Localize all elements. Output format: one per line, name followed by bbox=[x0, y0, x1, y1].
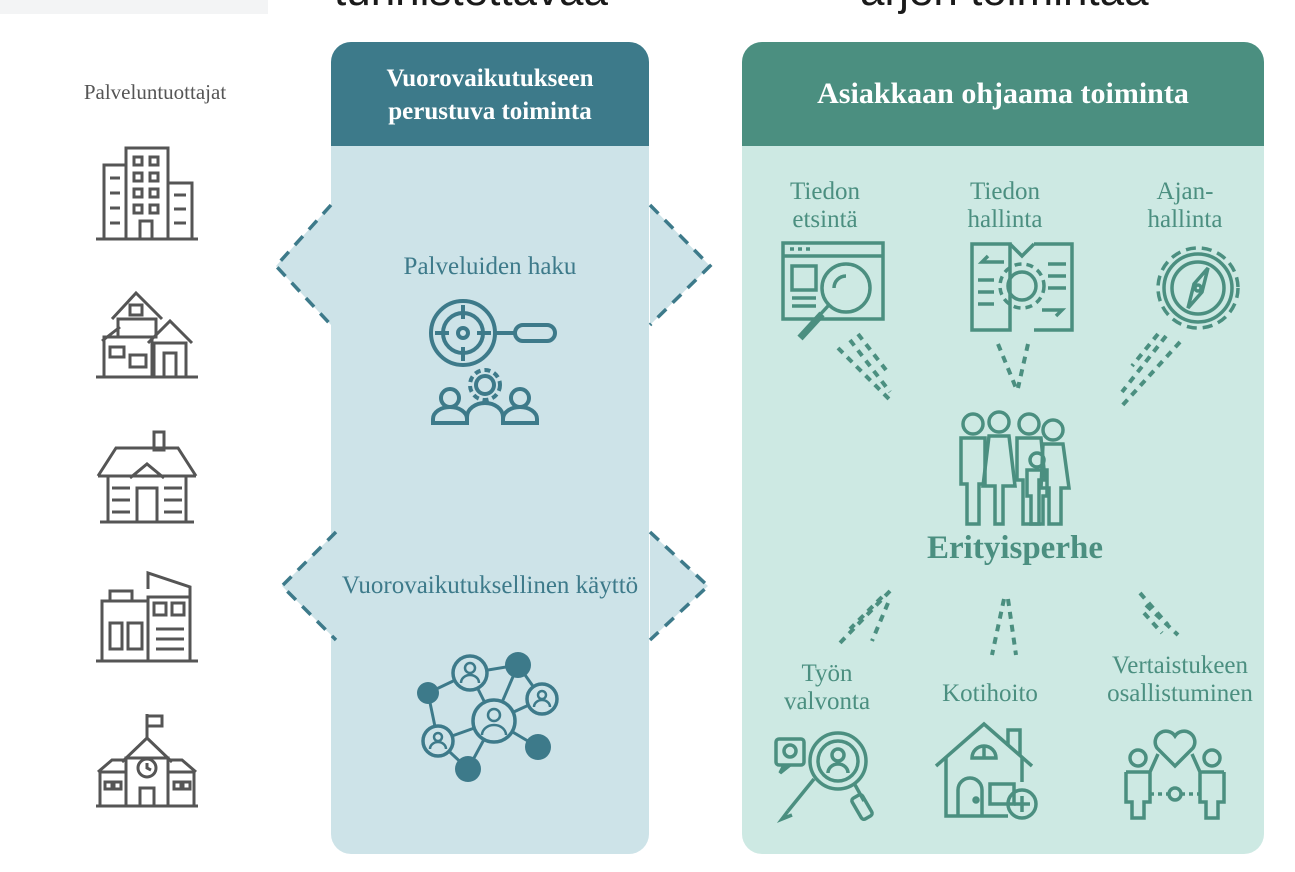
townhouse-icon bbox=[96, 290, 198, 379]
special-family-label: Erityisperhe bbox=[927, 530, 1103, 566]
document-gear-icon bbox=[970, 242, 1074, 332]
work-supervision-label: Työn valvonta bbox=[783, 660, 871, 715]
top-strip bbox=[0, 0, 268, 14]
connector-arrows bbox=[273, 203, 713, 642]
client-led-panel: Asiakkaan ohjaama toiminta bbox=[742, 42, 1264, 854]
top-left-title: tunnistettavaa bbox=[334, 0, 608, 16]
web-search-icon bbox=[781, 241, 885, 341]
modern-house-icon bbox=[96, 570, 198, 663]
family-icon bbox=[959, 410, 1072, 526]
time-management-label: Ajan-hallinta bbox=[1147, 178, 1223, 233]
home-care-label: Kotihoito bbox=[942, 680, 1038, 707]
providers-label: Palveluntuottajat bbox=[83, 80, 227, 104]
cottage-icon bbox=[96, 430, 198, 524]
peer-support-icon bbox=[1124, 729, 1226, 820]
top-right-title: arjen toimintaa bbox=[860, 0, 1149, 16]
interaction-panel-title: Vuorovaikutukseen perustuva toiminta bbox=[331, 42, 649, 146]
pointer-arrows-top bbox=[836, 332, 1182, 410]
inspection-icon bbox=[774, 731, 874, 823]
compass-gear-icon bbox=[1156, 246, 1240, 330]
network-people-icon bbox=[417, 652, 559, 782]
search-people-icon bbox=[429, 299, 557, 425]
interactive-use-text: Vuorovaikutuksellinen käyttö bbox=[341, 572, 639, 599]
office-building-icon bbox=[96, 146, 198, 241]
info-search-label: Tiedon etsintä bbox=[790, 178, 860, 233]
info-management-label: Tiedon hallinta bbox=[967, 178, 1043, 233]
school-icon bbox=[96, 714, 198, 808]
home-care-icon bbox=[934, 721, 1038, 820]
peer-support-label: Vertaistukeen osallistuminen bbox=[1107, 652, 1253, 707]
pointer-arrows-bottom bbox=[836, 589, 1180, 656]
interactive-use-label: Vuorovaikutuksellinen käyttö bbox=[331, 568, 649, 604]
service-search-label: Palveluiden haku bbox=[403, 253, 577, 280]
client-led-panel-title: Asiakkaan ohjaama toiminta bbox=[742, 42, 1264, 146]
